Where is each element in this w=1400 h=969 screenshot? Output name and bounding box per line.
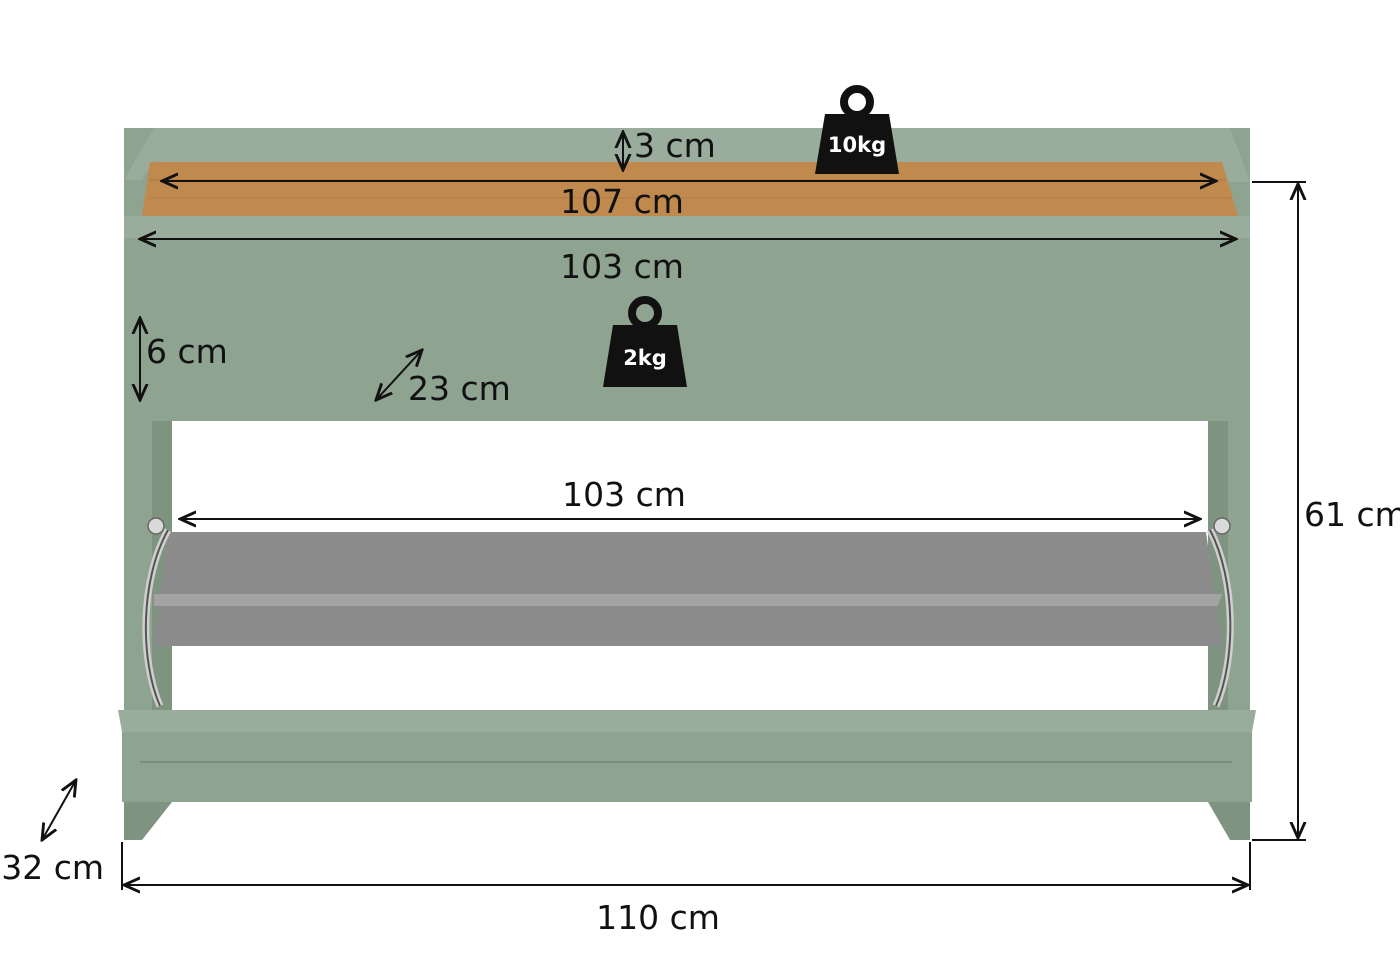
rim-height-label: 3 cm [634, 126, 716, 165]
front-load-label: 2kg [623, 346, 667, 370]
tray-width-label: 103 cm [562, 475, 686, 514]
weight-icon-body [603, 325, 687, 387]
weight-icon-body [815, 114, 899, 174]
total-depth-arrow [42, 780, 76, 840]
flap-door [122, 732, 1252, 802]
flap-door-top [118, 710, 1256, 732]
dimension-lines [42, 132, 1306, 890]
total-depth-label: 32 cm [1, 848, 104, 887]
shelf-width-label: 107 cm [560, 182, 684, 221]
top-depth-arrow [376, 350, 422, 400]
shoe-tray [154, 532, 1222, 646]
weight-icon-handle [840, 85, 874, 119]
top-load-label: 10kg [828, 133, 886, 157]
interior-opening [172, 421, 1208, 541]
weight-icon: 10kg [815, 85, 899, 174]
cabinet [118, 128, 1256, 840]
dimension-labels: 3 cm 107 cm 103 cm 6 cm 23 cm 103 cm 61 … [1, 126, 1400, 937]
top-depth-label: 23 cm [408, 369, 511, 408]
top-shelf [142, 162, 1238, 216]
total-height-label: 61 cm [1304, 495, 1400, 534]
front-fascia [124, 216, 1250, 421]
front-height-label: 6 cm [146, 332, 228, 371]
back-rim [154, 128, 1224, 162]
weight-icon: 2kg [603, 296, 687, 387]
total-width-label: 110 cm [596, 898, 720, 937]
inner-width-label: 103 cm [560, 247, 684, 286]
tray-lip [154, 594, 1222, 606]
